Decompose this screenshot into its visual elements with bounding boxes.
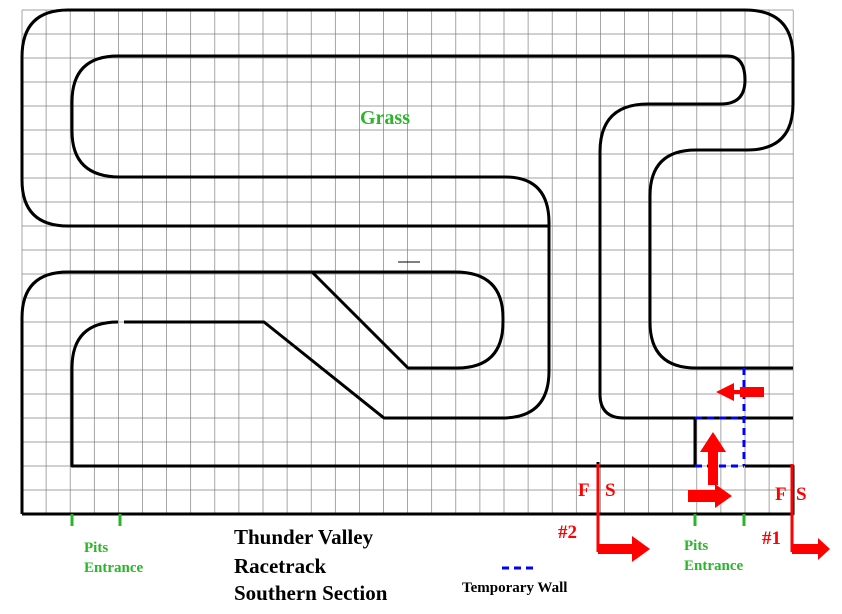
title-line1: Thunder Valley [234,525,374,549]
finish-label-1: F [775,484,787,505]
arrow-left-upper-tail [740,387,764,397]
inner-serpentine-wall [70,54,793,420]
track-walls [20,8,795,516]
title-line2: Racetrack [234,554,326,578]
upper-inner-loop-wall [120,175,551,420]
number-2-label: #2 [558,522,577,543]
temporary-wall [695,368,746,468]
outer-upper-wall [20,8,795,370]
start-label-2: S [605,480,616,501]
lower-inner-curve-wall [70,320,697,468]
finish-label-2: F [578,480,590,501]
arrow-right-1 [792,538,830,560]
arrow-right-lower [688,484,732,508]
number-1-label: #1 [762,528,781,549]
arrow-right-2 [598,536,650,562]
pits-entrance-right-line1: Pits [684,538,708,554]
pits-entrance-left-line2: Entrance [84,560,144,576]
pit-markers [70,514,746,526]
grass-label: Grass [360,107,410,129]
pits-entrance-right-line2: Entrance [684,558,744,574]
legend-temporary-wall-label: Temporary Wall [462,580,567,596]
red-marks [596,383,830,562]
outer-boundary-wall [20,270,505,514]
title-line3: Southern Section [234,581,388,605]
pits-entrance-left-line1: Pits [84,540,108,556]
start-label-1: S [796,484,807,505]
arrow-up [700,432,726,485]
